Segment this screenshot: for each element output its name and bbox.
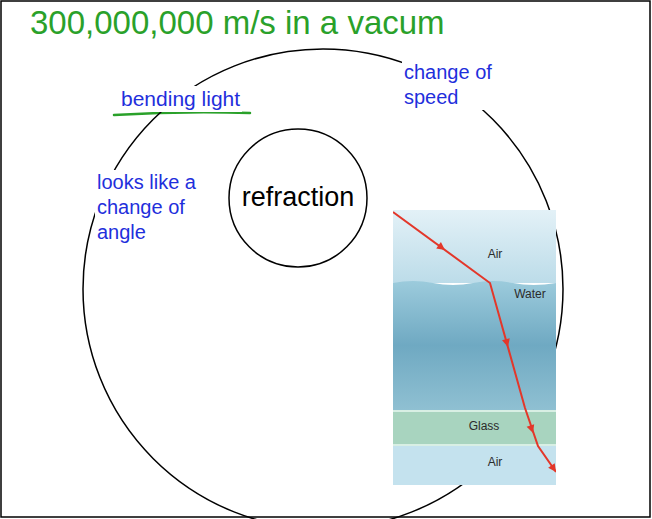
band-label: Air: [488, 455, 503, 469]
water-band: [393, 281, 556, 410]
glass-band: [393, 410, 556, 446]
note-text: looks like a change of angle: [95, 170, 219, 245]
band-label: Glass: [469, 419, 500, 433]
illustration-ground: [393, 210, 556, 485]
band-label: Water: [514, 287, 546, 301]
glass-edge: [393, 444, 556, 446]
underline: [114, 112, 250, 115]
glass-edge: [393, 410, 556, 412]
outer-circle-line: [83, 49, 563, 519]
inner-circle-line: [229, 129, 367, 267]
handwritten-title: 300,000,000 m/s in a vacum: [30, 4, 445, 42]
note-text: bending light: [119, 86, 242, 112]
air-band: [393, 446, 556, 485]
topic-label: refraction: [240, 181, 357, 215]
light-ray: [393, 212, 556, 472]
ray-arrowhead: [502, 338, 512, 348]
ray-arrowhead: [527, 424, 537, 434]
band-label: Air: [488, 247, 503, 261]
note-text: change of speed: [402, 60, 508, 110]
inner-circle: refraction: [228, 128, 368, 268]
ray-arrowhead: [548, 463, 556, 474]
refraction-illustration: [393, 210, 556, 485]
ray-arrowhead: [436, 242, 447, 253]
